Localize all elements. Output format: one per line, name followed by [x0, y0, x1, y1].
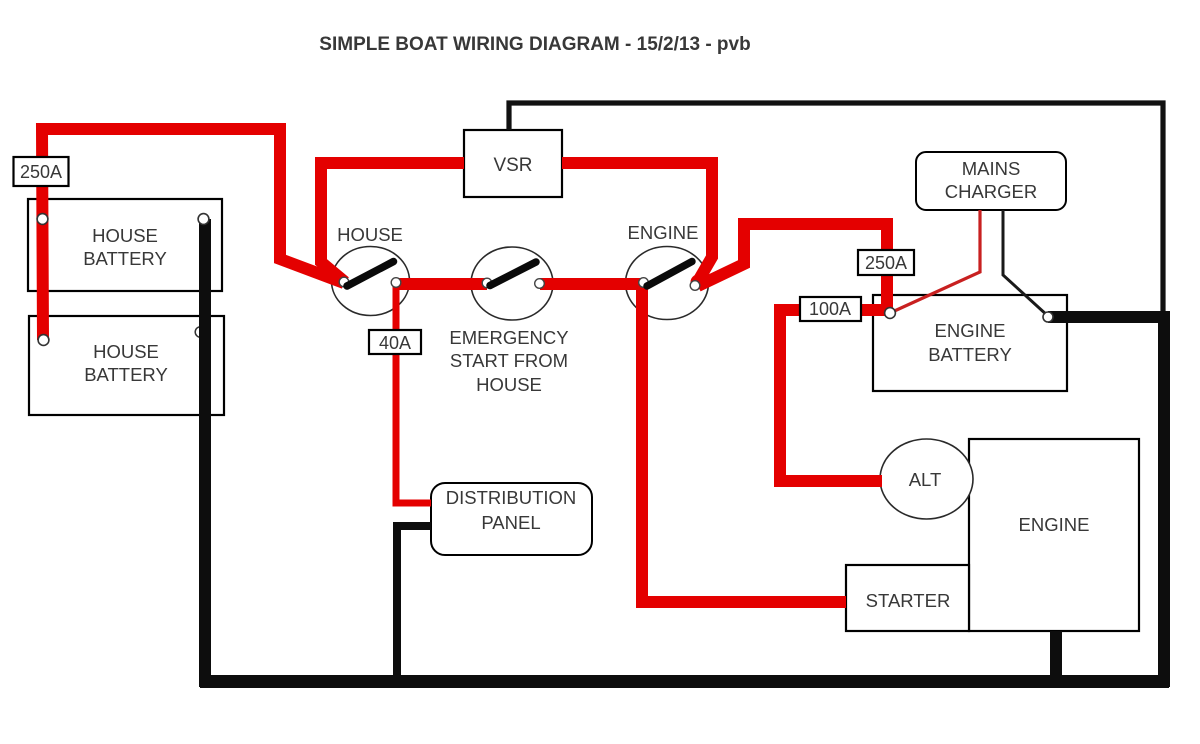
svg-text:DISTRIBUTION: DISTRIBUTION	[446, 487, 577, 508]
svg-text:ENGINE: ENGINE	[628, 222, 699, 243]
svg-text:BATTERY: BATTERY	[928, 344, 1012, 365]
svg-text:250A: 250A	[865, 253, 907, 273]
svg-text:HOUSE: HOUSE	[337, 224, 403, 245]
svg-text:BATTERY: BATTERY	[83, 248, 167, 269]
svg-text:MAINS: MAINS	[962, 158, 1021, 179]
svg-text:40A: 40A	[379, 333, 411, 353]
svg-text:ALT: ALT	[909, 469, 942, 490]
svg-text:START FROM: START FROM	[450, 350, 568, 371]
svg-text:SIMPLE BOAT WIRING DIAGRAM - 1: SIMPLE BOAT WIRING DIAGRAM - 15/2/13 - p…	[319, 34, 750, 55]
svg-text:BATTERY: BATTERY	[84, 364, 168, 385]
svg-text:HOUSE: HOUSE	[92, 225, 158, 246]
svg-text:250A: 250A	[20, 162, 62, 182]
svg-text:HOUSE: HOUSE	[476, 374, 542, 395]
svg-text:STARTER: STARTER	[866, 590, 951, 611]
svg-text:100A: 100A	[809, 299, 851, 319]
svg-text:VSR: VSR	[493, 155, 532, 176]
svg-text:CHARGER: CHARGER	[945, 181, 1038, 202]
svg-text:ENGINE: ENGINE	[935, 320, 1006, 341]
svg-text:EMERGENCY: EMERGENCY	[449, 327, 568, 348]
svg-text:ENGINE: ENGINE	[1019, 514, 1090, 535]
svg-text:PANEL: PANEL	[481, 512, 540, 533]
svg-text:HOUSE: HOUSE	[93, 341, 159, 362]
